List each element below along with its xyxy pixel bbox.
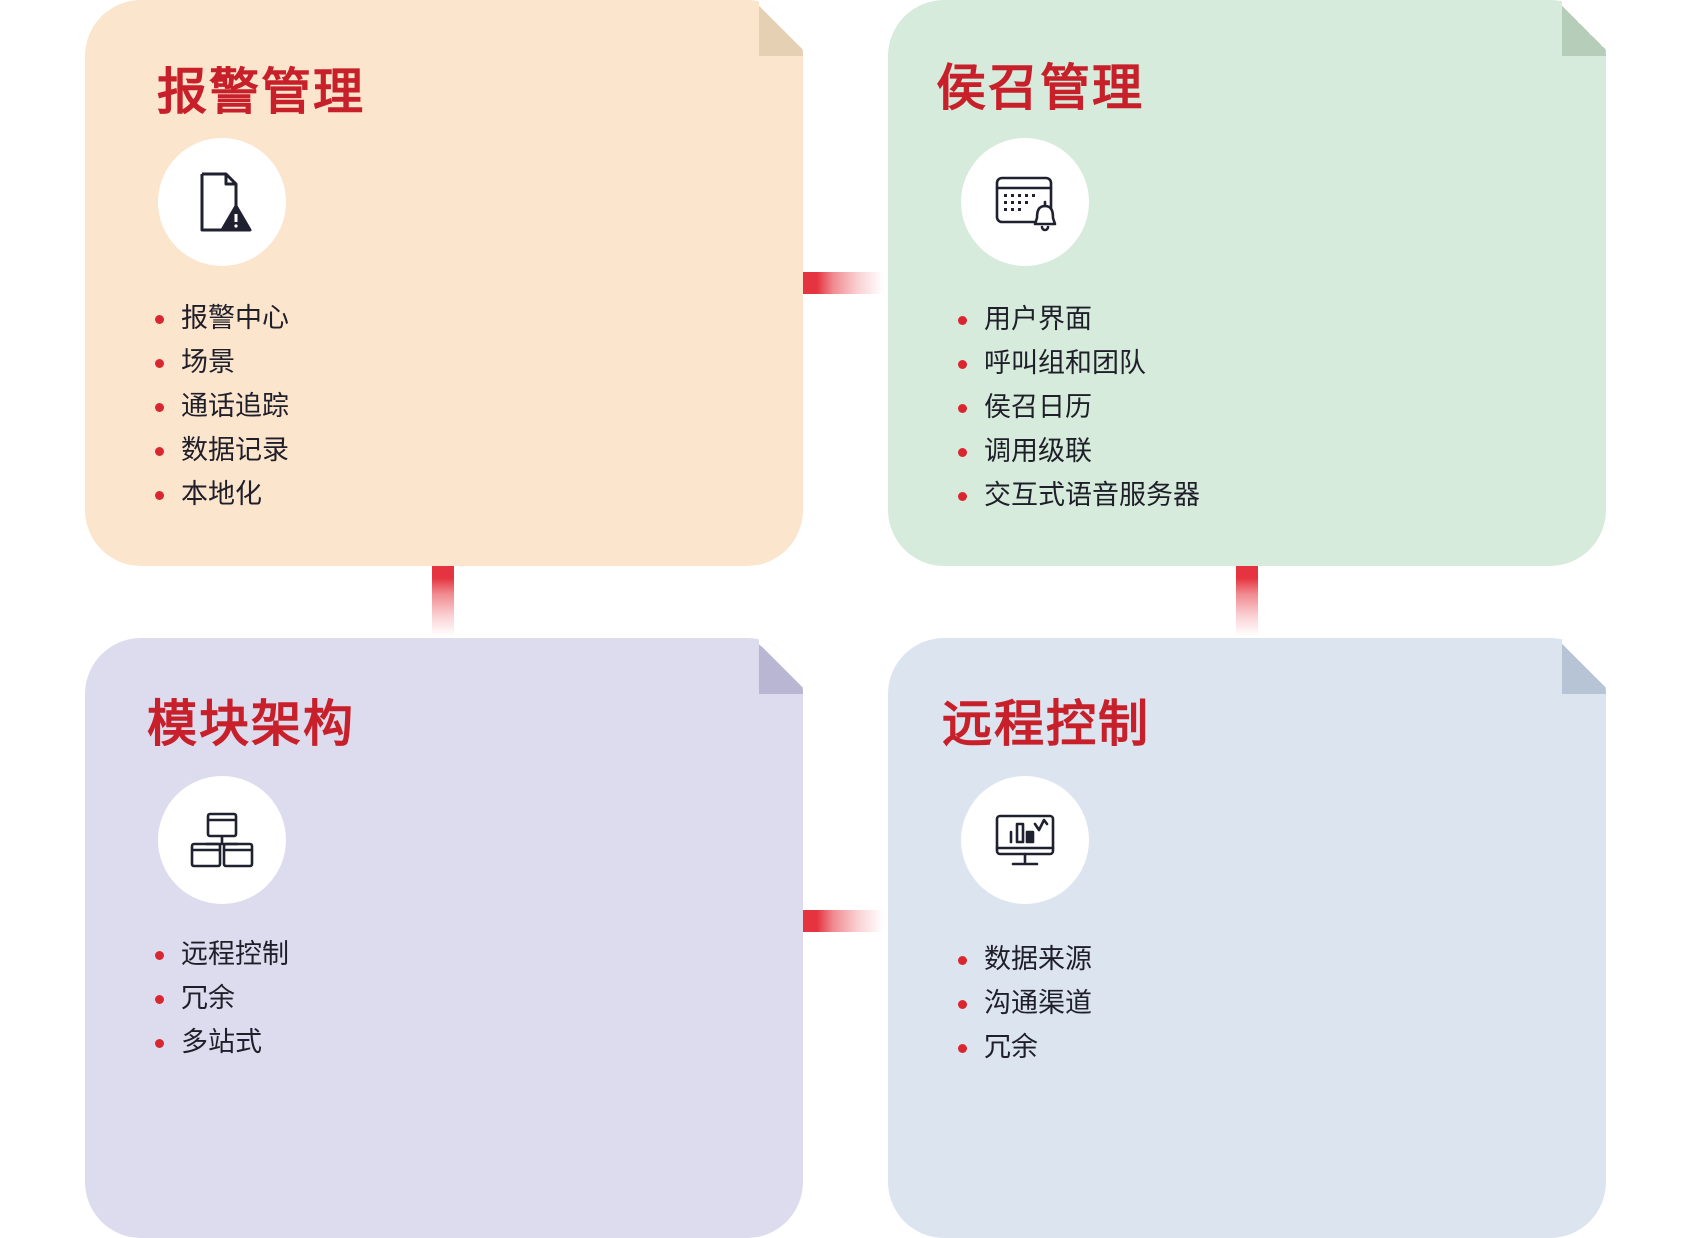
list-item: 场景 [155, 341, 289, 385]
card-alarm-management: 报警管理 报警中心 场景 通话追踪 数据记录 本地化 [85, 0, 803, 566]
card-module-architecture: 模块架构 远程控制 冗余 多站式 [85, 638, 803, 1238]
list-item: 本地化 [155, 473, 289, 517]
card-title: 远程控制 [942, 695, 1150, 753]
list-item: 调用级联 [958, 430, 1200, 474]
list-item: 报警中心 [155, 297, 289, 341]
feature-list: 报警中心 场景 通话追踪 数据记录 本地化 [155, 297, 289, 517]
list-item: 呼叫组和团队 [958, 342, 1200, 386]
card-title: 侯召管理 [936, 59, 1144, 117]
card-title: 报警管理 [157, 63, 365, 121]
list-item: 远程控制 [155, 933, 289, 977]
list-item: 冗余 [958, 1026, 1092, 1070]
card-oncall-management: 侯召管理 用户界面 呼叫组和团队 侯召日历 调用级联 交互式语音服务器 [888, 0, 1606, 566]
document-warning-icon [200, 172, 252, 232]
monitor-chart-icon [995, 814, 1055, 866]
feature-list: 用户界面 呼叫组和团队 侯召日历 调用级联 交互式语音服务器 [958, 298, 1200, 518]
connector-bottom-horizontal [803, 910, 883, 932]
card-remote-control: 远程控制 数据来源 沟通渠道 冗余 [888, 638, 1606, 1238]
card-title: 模块架构 [147, 695, 355, 753]
list-item: 用户界面 [958, 298, 1200, 342]
list-item: 侯召日历 [958, 386, 1200, 430]
list-item: 交互式语音服务器 [958, 474, 1200, 518]
corner-fold [759, 638, 803, 694]
corner-fold [1562, 0, 1606, 56]
icon-badge [961, 776, 1089, 904]
feature-list: 远程控制 冗余 多站式 [155, 933, 289, 1065]
list-item: 冗余 [155, 977, 289, 1021]
module-blocks-icon [190, 812, 254, 868]
icon-badge [158, 138, 286, 266]
connector-right-vertical [1236, 566, 1258, 636]
list-item: 沟通渠道 [958, 982, 1092, 1026]
calendar-bell-icon [995, 176, 1057, 232]
list-item: 多站式 [155, 1021, 289, 1065]
connector-top-horizontal [803, 272, 883, 294]
corner-fold [759, 0, 803, 56]
list-item: 通话追踪 [155, 385, 289, 429]
icon-badge [961, 138, 1089, 266]
corner-fold [1562, 638, 1606, 694]
list-item: 数据记录 [155, 429, 289, 473]
feature-list: 数据来源 沟通渠道 冗余 [958, 938, 1092, 1070]
list-item: 数据来源 [958, 938, 1092, 982]
icon-badge [158, 776, 286, 904]
connector-left-vertical [432, 566, 454, 636]
